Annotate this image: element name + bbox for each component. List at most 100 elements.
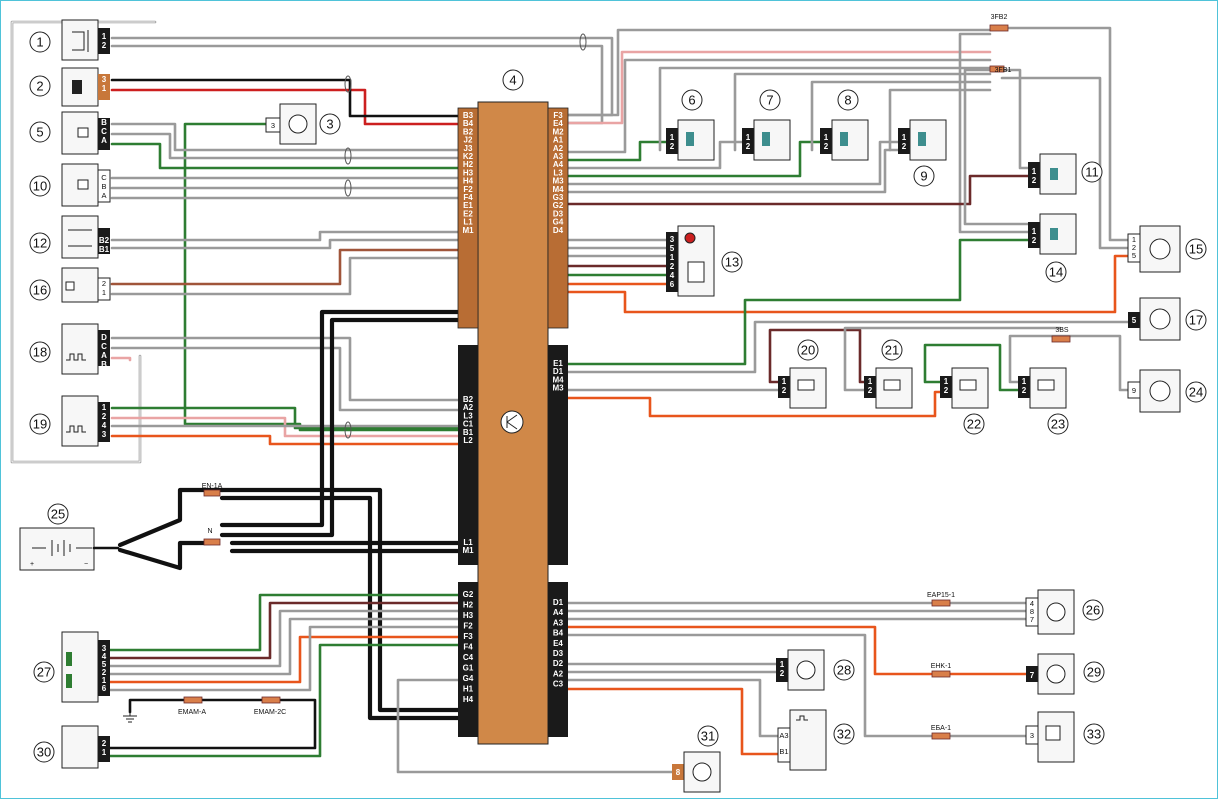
- component-number: 16: [33, 283, 47, 298]
- connector-pin-c16: 2: [102, 279, 106, 288]
- ecu-pin-mid_right: E1: [553, 359, 563, 368]
- ecu-pin-top_right: G4: [553, 218, 564, 227]
- connector-pin-c12: B1: [99, 245, 110, 254]
- connector-pin-c19: 2: [102, 412, 107, 421]
- ecu-pin-top_left: F2: [463, 185, 473, 194]
- ecu-pin-top_left: H2: [463, 160, 474, 169]
- component-17: [1128, 297, 1181, 341]
- connector-pin-c1: 2: [102, 41, 107, 50]
- component-8: [820, 119, 869, 161]
- component-number-circle: [681, 89, 703, 111]
- connector-pin-c11: 1: [1032, 167, 1037, 176]
- ecu-pin-top_left: H3: [463, 168, 474, 177]
- ecu-pin-bottom_right: D2: [553, 659, 564, 668]
- connector-pin-c30: 2: [102, 739, 107, 748]
- connector-pin-c13: 6: [670, 280, 675, 289]
- connector-pin-c28: 1: [780, 660, 785, 669]
- splice-label: 3FB2: [991, 14, 1008, 21]
- connector-pin-c9: 1: [902, 133, 907, 142]
- component-number-circle: [1185, 381, 1207, 403]
- splice-label: 3BS: [1055, 327, 1069, 334]
- ecu-pin-bottom_right: A3: [553, 618, 564, 627]
- connector-pin-c2: 3: [102, 75, 107, 84]
- ecu-pin-top_right: A4: [553, 160, 564, 169]
- connector-pin-c22: 1: [944, 377, 949, 386]
- ecu-pin-top_left: J2: [464, 136, 473, 145]
- connector-pin-c9: 2: [902, 142, 907, 151]
- connector-pin-c6: 2: [670, 142, 675, 151]
- ecu-pin-mid_left: L3: [463, 411, 473, 420]
- connector-pin-c10: A: [101, 191, 106, 200]
- connector-pin-c27: 4: [102, 652, 107, 661]
- ecu-pin-top_right: M3: [552, 177, 564, 186]
- component-number-circle: [1082, 599, 1104, 621]
- component-number: 30: [37, 745, 51, 760]
- connector-pin-c18: C: [101, 342, 107, 351]
- connector-pin-c21: 2: [868, 386, 873, 395]
- connector-pin-c22: 2: [944, 386, 949, 395]
- ecu-pin-top_left: B2: [463, 127, 474, 136]
- ecu-pin-bottom_right: D1: [553, 598, 564, 607]
- component-number-circle: [29, 413, 51, 435]
- component-number: 27: [37, 665, 51, 680]
- component-12: [61, 215, 110, 259]
- component-number-circle: [833, 723, 855, 745]
- component-number-circle: [47, 503, 69, 525]
- ecu-pin-top_left: L1: [463, 218, 473, 227]
- ecu-pin-top_right: E4: [553, 119, 563, 128]
- ecu-pin-top_right: G2: [553, 201, 564, 210]
- component-number-circle: [29, 175, 51, 197]
- ecu-pin-mid_right: D1: [553, 367, 564, 376]
- splice-label: EБA-1: [931, 725, 951, 732]
- component-number-circle: [881, 339, 903, 361]
- component-number-circle: [721, 251, 743, 273]
- component-6: [666, 119, 715, 161]
- component-number-circle: [1185, 238, 1207, 260]
- ecu-pin-labels: B3B4B2J2J3K2H2H3H4F2F4E1E2L1M1F3E4M2A1A2…: [462, 111, 564, 704]
- connector-pin-c26: 4: [1030, 599, 1034, 608]
- component-18: [61, 323, 110, 375]
- component-15: [1127, 225, 1181, 273]
- connector-pin-c10: C: [101, 173, 107, 182]
- connector-pin-c17: 5: [1132, 316, 1137, 325]
- component-number: 1: [36, 35, 43, 50]
- component-number: 10: [33, 179, 47, 194]
- ecu-pin-top_left: M1: [462, 226, 474, 235]
- splice-label: 3FB1: [995, 67, 1012, 74]
- connector-pin-c5: B: [101, 118, 107, 127]
- component-number: 11: [1085, 165, 1099, 180]
- component-number: 13: [725, 255, 739, 270]
- component-number: 9: [920, 169, 927, 184]
- component-number-circle: [29, 121, 51, 143]
- ecu-pin-top_right: M4: [552, 185, 564, 194]
- component-number-circle: [29, 279, 51, 301]
- connector-pin-c2: 1: [102, 84, 107, 93]
- connector-pin-c5: A: [101, 136, 107, 145]
- component-number: 23: [1051, 417, 1065, 432]
- connector-pin-c8: 2: [824, 142, 829, 151]
- component-26: [1025, 589, 1075, 635]
- connector-pin-c6: 1: [670, 133, 675, 142]
- component-number: 22: [967, 417, 981, 432]
- component-number: 31: [701, 729, 715, 744]
- connector-pin-c13: 3: [670, 235, 675, 244]
- component-number: 5: [36, 125, 43, 140]
- component-number: 3: [326, 117, 333, 132]
- connector-pin-c27: 3: [102, 644, 107, 653]
- component-number-circle: [1083, 661, 1105, 683]
- ecu-pin-top_right: M2: [552, 127, 564, 136]
- component-number: 6: [688, 93, 695, 108]
- ecu-pin-top_left: F4: [463, 193, 473, 202]
- ecu-pin-bottom_right: D3: [553, 649, 564, 658]
- connector-pin-c23: 2: [1022, 386, 1027, 395]
- connector-pin-c14: 2: [1032, 236, 1037, 245]
- component-number: 8: [844, 93, 851, 108]
- component-number-circle: [759, 89, 781, 111]
- battery-minus: −: [84, 561, 88, 568]
- component-24: [1127, 369, 1181, 413]
- component-number: 33: [1087, 727, 1101, 742]
- component-16: [61, 267, 111, 303]
- connector-pin-c27: 2: [102, 668, 107, 677]
